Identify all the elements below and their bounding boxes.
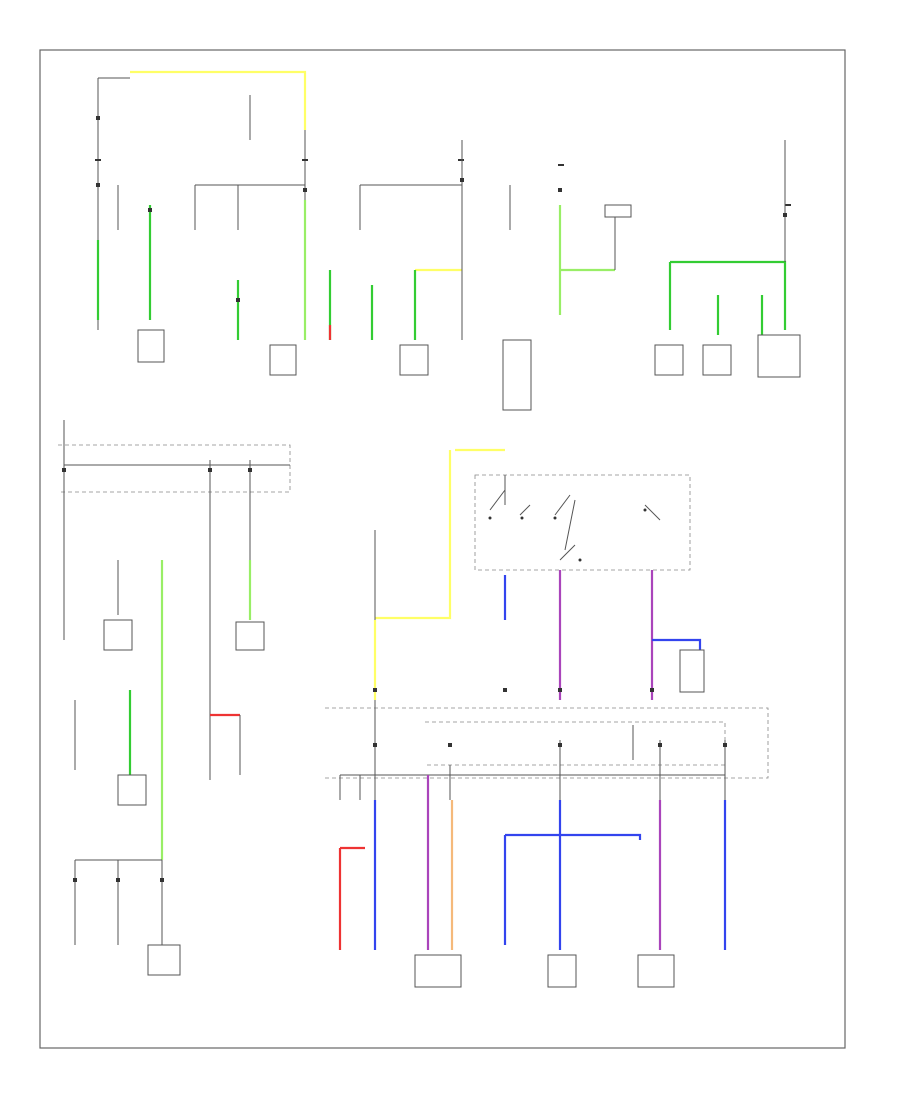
main-feed-wire-yellow: [130, 70, 307, 130]
connector-marker: [116, 878, 120, 882]
connector-marker: [373, 688, 377, 692]
wire-blue-4: [505, 833, 642, 840]
component-12: [147, 944, 181, 976]
connector-marker: [650, 688, 654, 692]
connector-marker: [448, 743, 452, 747]
connector-marker: [236, 298, 240, 302]
connector-marker: [558, 188, 562, 192]
bottom-left-section: [63, 420, 290, 976]
connector-marker: [723, 743, 727, 747]
component-11: [117, 774, 147, 806]
component-7: [757, 334, 801, 378]
wire-yellow-4: [375, 450, 452, 620]
connector-markers: [62, 116, 787, 882]
bottom-right-section: [338, 448, 727, 988]
multi-switch: [488, 475, 661, 562]
diagram-frame: [39, 49, 846, 1049]
connector-marker: [248, 468, 252, 472]
wire-green-5: [670, 260, 787, 330]
connector-marker: [96, 183, 100, 187]
component-15: [547, 954, 577, 988]
connector-marker: [503, 688, 507, 692]
connector-marker: [303, 188, 307, 192]
component-5: [654, 344, 684, 376]
top-section: [95, 70, 801, 411]
component-4: [502, 339, 532, 411]
wire-blue-2: [652, 638, 702, 650]
component-8: [604, 204, 632, 218]
fuse-row-top: [95, 159, 791, 206]
component-16: [637, 954, 675, 988]
connector-marker: [460, 178, 464, 182]
wire-red-3: [338, 846, 365, 950]
component-9: [103, 619, 133, 651]
connector-marker: [558, 688, 562, 692]
connector-marker: [73, 878, 77, 882]
component-1: [137, 329, 165, 363]
connector-marker: [783, 213, 787, 217]
component-6: [702, 344, 732, 376]
component-2: [269, 344, 297, 376]
connector-marker: [373, 743, 377, 747]
component-14: [414, 954, 462, 988]
component-10: [235, 621, 265, 651]
connector-marker: [148, 208, 152, 212]
component-3: [399, 344, 429, 376]
connector-marker: [160, 878, 164, 882]
connector-marker: [208, 468, 212, 472]
connector-marker: [96, 116, 100, 120]
connector-marker: [558, 743, 562, 747]
component-13: [679, 649, 705, 693]
connector-marker: [62, 468, 66, 472]
connector-marker: [658, 743, 662, 747]
fuse-box-outlines: [58, 444, 769, 779]
